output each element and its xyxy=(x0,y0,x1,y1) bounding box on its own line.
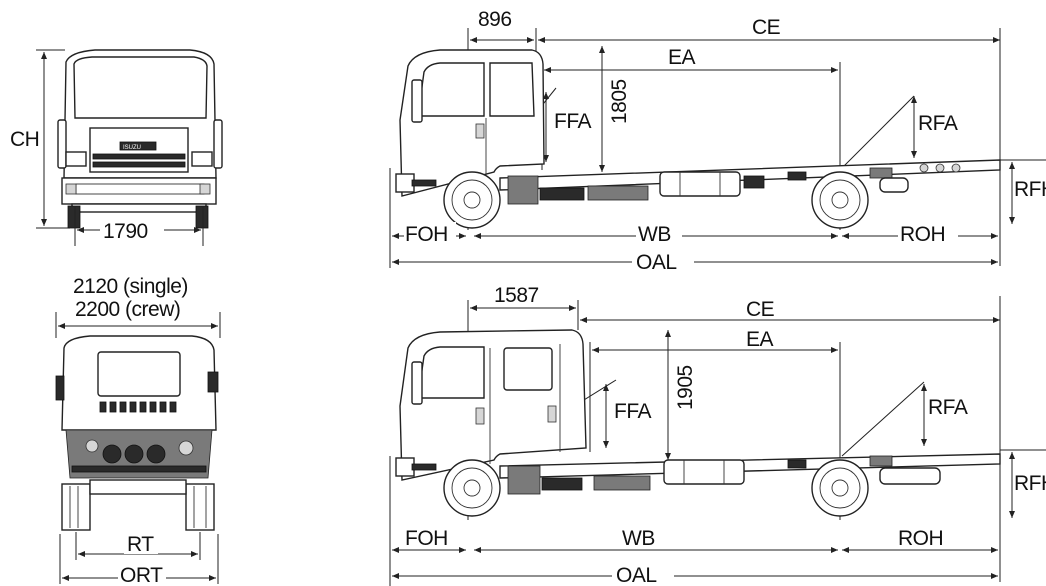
rear-view: 2120 (single) 2200 (crew) xyxy=(55,275,221,586)
single-oal-label: OAL xyxy=(636,251,677,274)
single-roh-label: ROH xyxy=(900,223,945,246)
rear-width-crew-label: 2200 (crew) xyxy=(75,298,180,321)
rear-mechanics xyxy=(71,439,207,473)
isuzu-badge: ISUZU xyxy=(123,145,141,151)
crew-rfh-label: RFH xyxy=(1014,472,1046,495)
single-wb-label: WB xyxy=(638,223,671,246)
single-ffa-label: FFA xyxy=(554,110,591,133)
crew-rfa-label: RFA xyxy=(928,396,968,419)
front-width-label: 1790 xyxy=(103,220,148,243)
single-ea-label: EA xyxy=(668,46,696,69)
crew-cab-length-label: 1587 xyxy=(494,284,539,307)
crew-ce-label: CE xyxy=(746,298,775,321)
single-cab-length-label: 896 xyxy=(478,8,512,31)
single-ce-label: CE xyxy=(752,16,781,39)
single-chassis-parts xyxy=(507,163,961,205)
crew-ffa-label: FFA xyxy=(614,400,651,423)
single-foh-label: FOH xyxy=(405,223,448,246)
crew-wb-label: WB xyxy=(622,527,655,550)
crew-ea-label: EA xyxy=(746,328,774,351)
crew-foh-label: FOH xyxy=(405,527,448,550)
crew-height-label: 1905 xyxy=(674,365,697,410)
single-rfh-label: RFH xyxy=(1014,178,1046,201)
crew-roh-label: ROH xyxy=(898,527,943,550)
single-cab-side-view: 896 CE EA 1805 FFA RFA RFH xyxy=(389,8,1046,274)
front-height-label: CH xyxy=(10,128,39,151)
crew-oal-label: OAL xyxy=(616,564,657,586)
rear-width-single-label: 2120 (single) xyxy=(73,275,188,298)
rear-cab-vents xyxy=(99,401,177,413)
crew-chassis-parts xyxy=(507,455,941,495)
single-rfa-label: RFA xyxy=(918,112,958,135)
overall-rear-track-label: ORT xyxy=(120,564,163,586)
rear-track-label: RT xyxy=(127,533,154,556)
grille-slots xyxy=(92,153,186,168)
front-view: CH ISUZU 1790 xyxy=(8,49,223,246)
single-height-label: 1805 xyxy=(608,79,631,124)
crew-cab-side-view: 1587 CE EA 1905 FFA RFA RFH xyxy=(389,284,1046,586)
